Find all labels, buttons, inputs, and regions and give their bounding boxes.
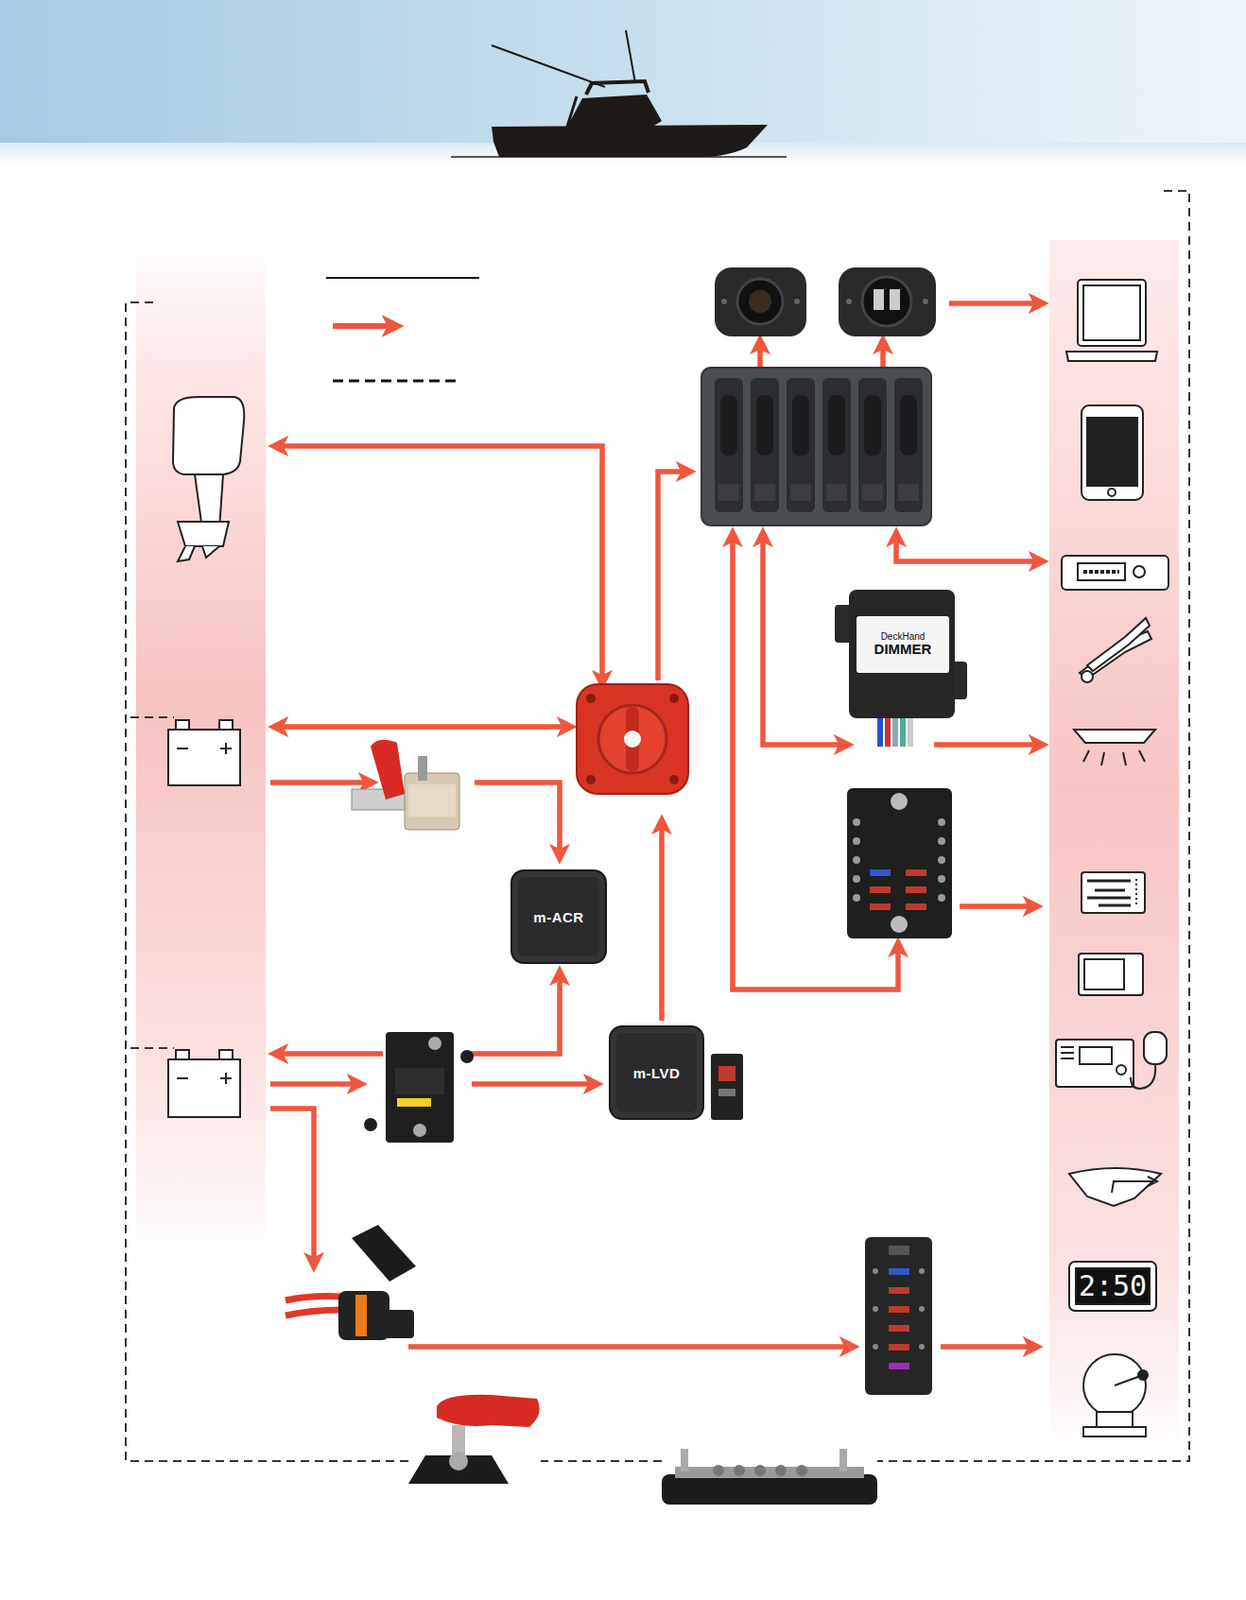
override-switch: [710, 1054, 744, 1121]
switch-panel: [701, 367, 932, 526]
node-text: DIMMER: [874, 641, 933, 658]
ground-wire: [125, 190, 1190, 1462]
clock-reading: 2:50: [1075, 1269, 1150, 1304]
power-wires: [270, 303, 1041, 1348]
node-text: m-ACR: [533, 909, 584, 926]
node-text: m-LVD: [633, 1065, 681, 1082]
load-column: [1049, 240, 1179, 1455]
terminal-fuse: [351, 740, 460, 831]
circuit-breaker: [363, 1032, 474, 1143]
battery-icons: [168, 720, 241, 1118]
power-sockets: [714, 267, 936, 337]
outboard-motor-icon: [173, 397, 244, 562]
disconnect-module: m-LVD: [608, 1025, 705, 1121]
load-icons: [1055, 279, 1169, 1437]
fuse-block-small: [865, 1237, 933, 1396]
header-band: [0, 0, 1246, 164]
legend-samples: [326, 277, 480, 381]
fuse-block: [847, 788, 952, 939]
dimmer-housing: [834, 589, 968, 747]
stud-and-busbar: [408, 1395, 878, 1506]
dimmer-label: DeckHandDIMMER: [856, 616, 950, 674]
node-text: DeckHand: [881, 631, 926, 642]
source-column: [136, 240, 266, 1262]
relay-module: m-ACR: [510, 869, 607, 965]
inline-fuse-holder: [285, 1225, 416, 1341]
battery-switch: [576, 684, 689, 795]
